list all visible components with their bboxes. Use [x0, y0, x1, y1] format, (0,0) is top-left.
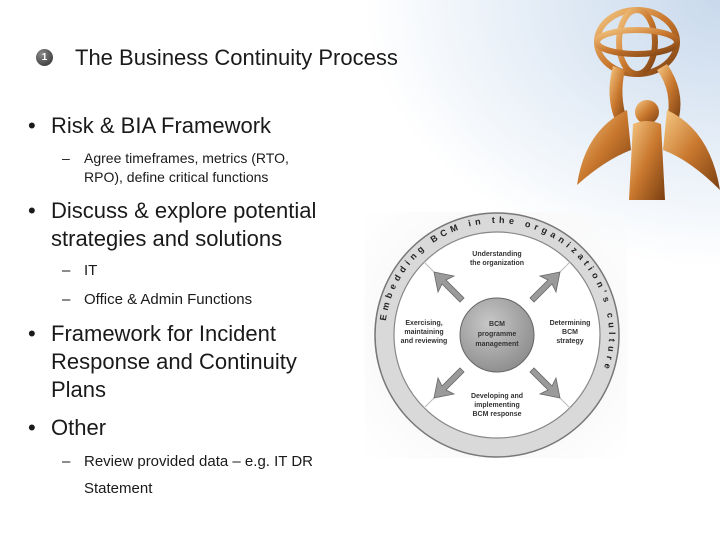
bullet-text: Risk & BIA Framework	[51, 113, 272, 138]
arrow-top-right-icon	[529, 271, 561, 303]
bullet-icon: •	[28, 198, 36, 223]
bullet-icon: •	[28, 113, 36, 138]
bullet-text: Response and Continuity	[51, 349, 297, 374]
bullet-text: Discuss & explore potential	[51, 198, 317, 223]
bottom-label-line: implementing	[474, 402, 520, 409]
emmy-statuette-icon	[577, 7, 720, 200]
center-label-line: programme	[478, 331, 517, 338]
subitem-text-line: RPO), define critical functions	[84, 169, 269, 185]
dash-icon: –	[62, 291, 71, 308]
subitem-text-line: IT	[84, 262, 98, 279]
bullet-text: strategies and solutions	[51, 226, 283, 251]
left-label-line: maintaining	[404, 329, 443, 336]
arrow-top-left-icon	[433, 271, 465, 303]
number-badge-icon: 1	[36, 49, 53, 66]
bullet-text: Framework for Incident	[51, 321, 276, 346]
center-label-line: management	[475, 341, 519, 348]
slide-title: The Business Continuity Process	[75, 45, 398, 70]
left-label-line: and reviewing	[401, 338, 448, 345]
arrow-bottom-left-icon	[433, 367, 465, 399]
top-label-line: Understanding	[472, 251, 521, 258]
top-label-line: the organization	[470, 260, 524, 267]
center-circle	[459, 297, 535, 373]
bullet-icon: •	[28, 415, 36, 440]
right-label-line: BCM	[562, 329, 578, 336]
dash-icon: –	[62, 150, 70, 166]
bullet-icon: •	[28, 321, 36, 346]
arrow-bottom-right-icon	[529, 367, 561, 399]
subitem-text-line: Review provided data – e.g. IT DR	[84, 453, 314, 470]
subitem-text-line: Office & Admin Functions	[84, 291, 253, 308]
subitem-text-line: Agree timeframes, metrics (RTO,	[84, 150, 289, 166]
right-label-line: strategy	[556, 338, 583, 345]
bottom-label-line: BCM response	[472, 411, 521, 418]
bottom-label-line: Developing and	[471, 393, 523, 400]
bcm-lifecycle-diagram: Embedding BCM in the organization's cult…	[374, 212, 620, 458]
left-label-line: Exercising,	[405, 320, 442, 327]
center-label-line: BCM	[489, 321, 505, 328]
bullet-text: Other	[51, 415, 107, 440]
right-label-line: Determining	[550, 320, 591, 327]
dash-icon: –	[62, 453, 71, 470]
dash-icon: –	[62, 262, 71, 279]
bullet-text: Plans	[51, 377, 107, 402]
subitem-text-line: Statement	[84, 480, 153, 497]
